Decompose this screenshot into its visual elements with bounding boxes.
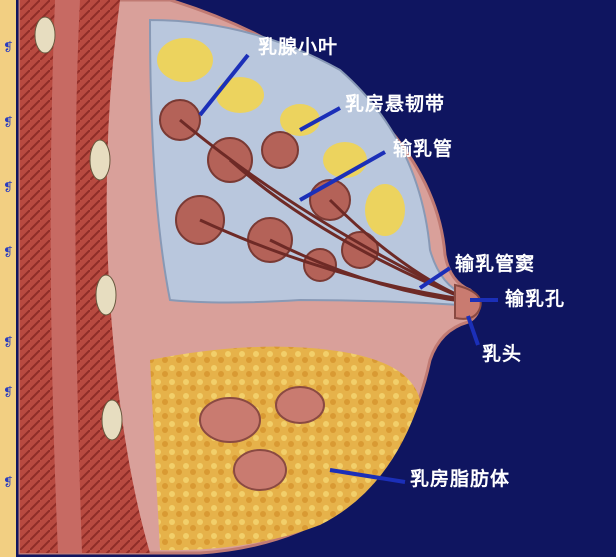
label-lobule: 乳腺小叶	[258, 38, 338, 57]
label-suspensory-ligament: 乳房悬韧带	[345, 95, 445, 114]
rib	[96, 275, 116, 315]
left-edge-glyph: ❡	[1, 475, 15, 489]
label-duct-opening: 输乳孔	[505, 290, 565, 309]
label-nipple: 乳头	[482, 345, 522, 364]
fat-lobule	[280, 104, 320, 136]
left-edge-glyph: ❡	[1, 385, 15, 399]
lobule	[234, 450, 286, 490]
label-fat: 乳房脂肪体	[410, 470, 510, 489]
left-edge-glyph: ❡	[1, 335, 15, 349]
lobule	[200, 398, 260, 442]
left-edge-glyph: ❡	[1, 245, 15, 259]
label-lactiferous-sinus: 输乳管窦	[455, 255, 535, 274]
lobule	[276, 387, 324, 423]
fat-lobule	[157, 38, 213, 82]
fat-lobule	[365, 184, 405, 236]
rib	[102, 400, 122, 440]
left-edge-glyph: ❡	[1, 40, 15, 54]
label-lactiferous-duct: 输乳管	[393, 140, 453, 159]
fat-lobule	[216, 77, 264, 113]
left-edge-glyph: ❡	[1, 115, 15, 129]
rib	[35, 17, 55, 53]
lobule	[262, 132, 298, 168]
left-edge-glyph: ❡	[1, 180, 15, 194]
rib	[90, 140, 110, 180]
